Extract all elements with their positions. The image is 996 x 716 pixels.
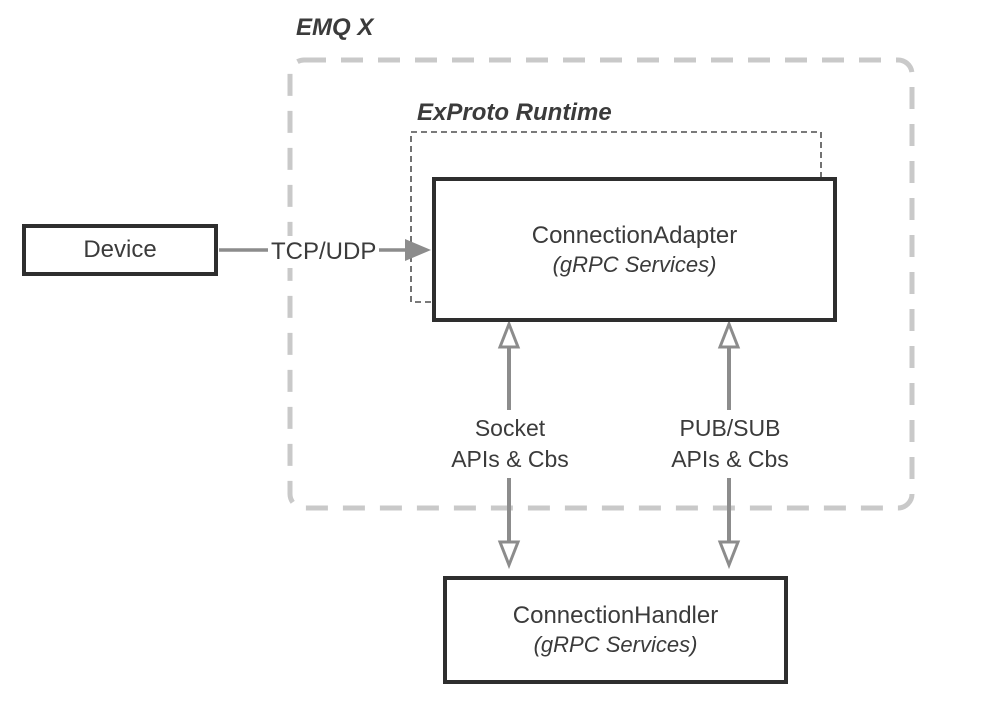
pubsub-edge-label-line2: APIs & Cbs [671, 446, 789, 472]
socket-edge-label-line2: APIs & Cbs [451, 446, 569, 472]
connection-adapter-subtitle: (gRPC Services) [552, 251, 717, 277]
pubsub-edge-label-line1: PUB/SUB [679, 415, 781, 441]
exproto-runtime-container-title: ExProto Runtime [417, 99, 612, 126]
emqx-container-border [287, 57, 915, 511]
socket-down-arrowhead-icon [497, 540, 521, 570]
pubsub-edge-label: PUB/SUB APIs & Cbs [645, 410, 815, 478]
connection-handler-subtitle: (gRPC Services) [533, 632, 698, 657]
pubsub-down-arrowhead-icon [717, 540, 741, 570]
pubsub-up-arrowhead-icon [717, 319, 741, 349]
socket-edge-label: Socket APIs & Cbs [425, 410, 595, 478]
tcp-udp-edge-label: TCP/UDP [268, 236, 380, 268]
emqx-container-title: EMQ X [296, 14, 374, 41]
connection-handler-title: ConnectionHandler [512, 602, 719, 629]
socket-up-arrowhead-icon [497, 319, 521, 349]
connection-adapter-title: ConnectionAdapter [531, 221, 738, 249]
connection-handler-node: ConnectionHandler (gRPC Services) [443, 576, 788, 684]
tcp-udp-arrowhead-icon [405, 239, 431, 261]
socket-edge-label-line1: Socket [474, 415, 546, 441]
device-node-label: Device [83, 236, 157, 263]
connection-adapter-node: ConnectionAdapter (gRPC Services) [432, 177, 837, 322]
device-node: Device [22, 224, 218, 276]
